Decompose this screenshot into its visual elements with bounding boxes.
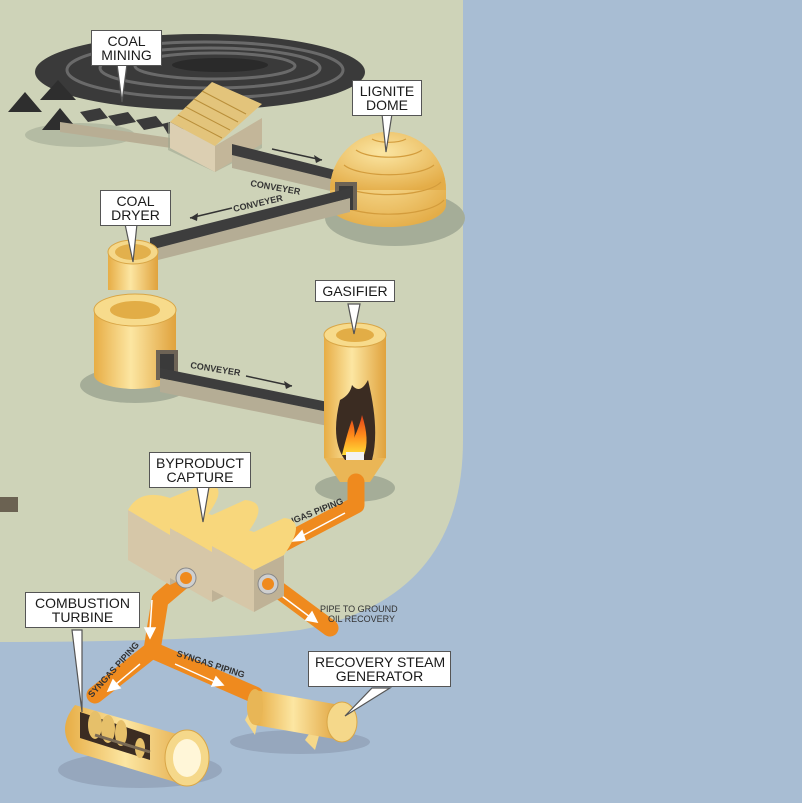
pipe-to-ground-label: PIPE TO GROUND OIL RECOVERY bbox=[320, 604, 400, 624]
edge-marker bbox=[0, 497, 18, 512]
coal-dryer bbox=[80, 239, 190, 403]
lignite-dome bbox=[325, 132, 465, 246]
byproduct-capture bbox=[128, 484, 296, 612]
gasifier bbox=[315, 322, 395, 502]
flow-arrows bbox=[106, 512, 346, 693]
conveyor-to-dome bbox=[232, 144, 335, 192]
conveyor-to-gasifier bbox=[160, 368, 328, 426]
combustion-turbine bbox=[58, 705, 222, 788]
conveyor-to-dryer bbox=[150, 188, 350, 262]
recovery-steam-generator bbox=[230, 689, 370, 754]
gasifier-label: GASIFIER bbox=[315, 280, 395, 302]
